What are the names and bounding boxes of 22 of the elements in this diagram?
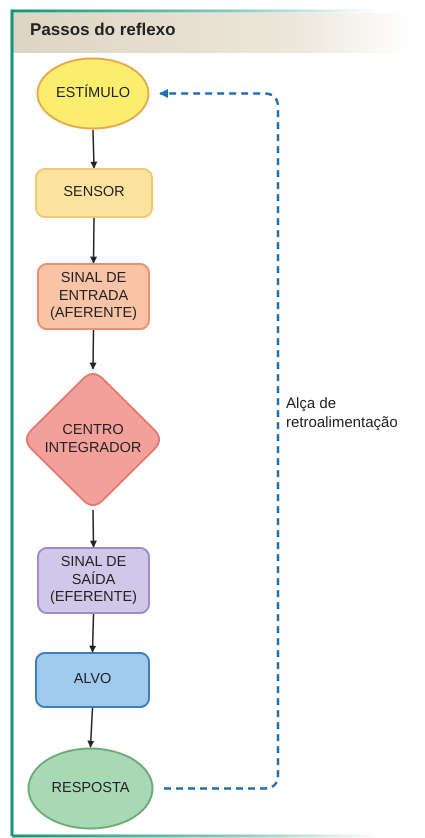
process-box xyxy=(35,652,150,708)
arrow xyxy=(90,510,97,548)
node-label: ESTÍMULO xyxy=(56,84,130,102)
node-label: SENSOR xyxy=(63,184,125,202)
process-box xyxy=(37,263,150,330)
arrow xyxy=(90,218,98,264)
arrow xyxy=(87,708,94,748)
arrow xyxy=(90,330,97,370)
node-label: SINAL DE SAÍDA (EFERENTE) xyxy=(49,554,138,608)
edge-label: Alça de retroalimentação xyxy=(286,395,399,432)
feedback-arrow xyxy=(159,89,280,790)
node-label: SINAL DE ENTRADA (AFERENTE) xyxy=(49,270,138,324)
node-label: CENTRO INTEGRADOR xyxy=(44,422,142,458)
process-box xyxy=(35,168,153,218)
diagram-title: Passos do reflexo xyxy=(30,20,176,40)
node-label: ALVO xyxy=(74,671,112,689)
arrow xyxy=(89,614,96,653)
node-label: RESPOSTA xyxy=(52,780,130,798)
oval-node xyxy=(27,747,154,830)
oval-node xyxy=(36,57,150,130)
arrow xyxy=(90,130,98,169)
process-box xyxy=(37,547,150,614)
